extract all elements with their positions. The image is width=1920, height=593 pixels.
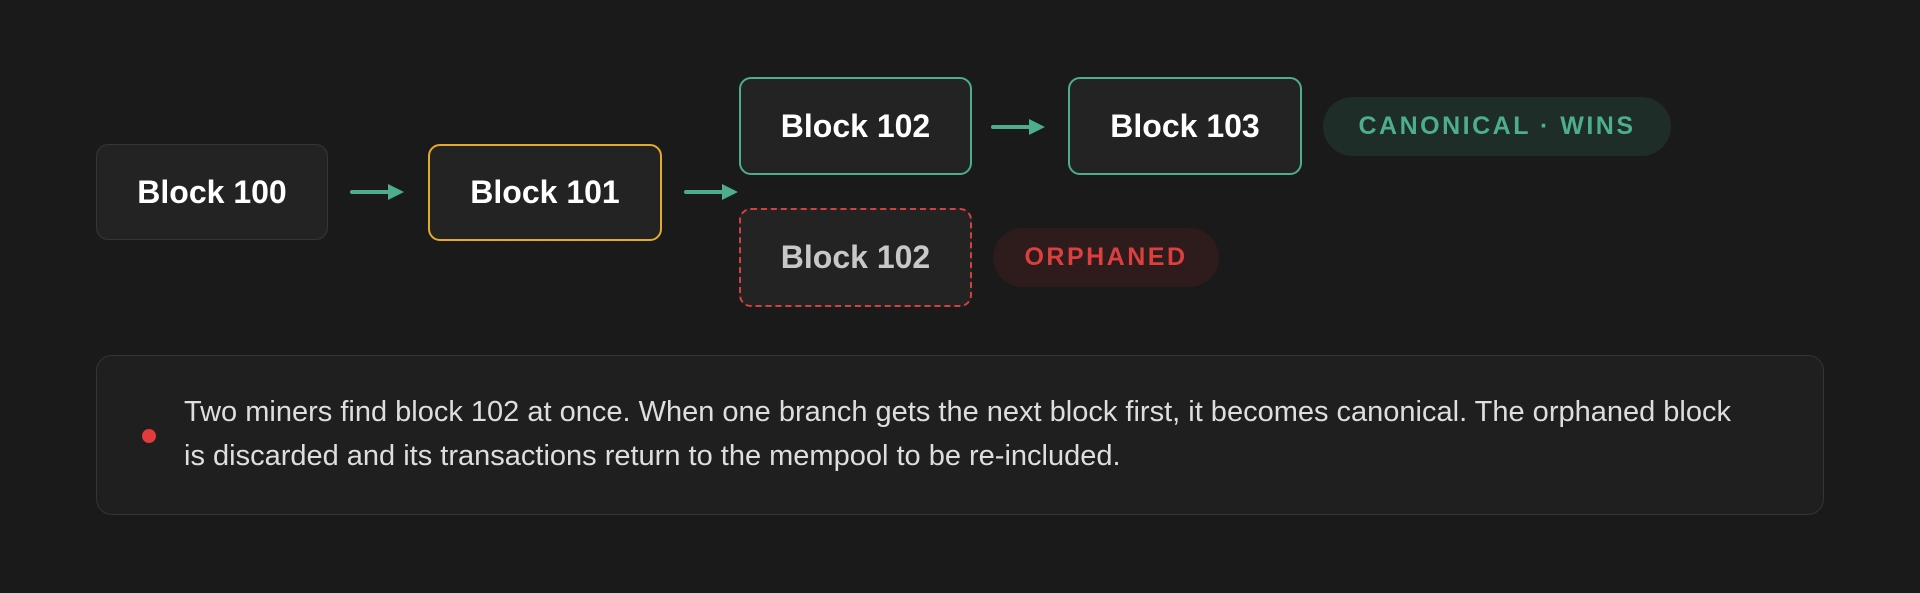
block-101-label: Block 101 [470, 174, 620, 210]
block-102-orphaned: Block 102 [739, 208, 972, 307]
canonical-badge-label: CANONICAL · WINS [1358, 112, 1636, 140]
explanation-text: Two miners find block 102 at once. When … [184, 396, 1731, 472]
arrow-right-icon [991, 119, 1045, 135]
block-102-orphaned-label: Block 102 [780, 239, 931, 275]
orphaned-badge-label: ORPHANED [1024, 243, 1188, 271]
block-103-label: Block 103 [1110, 107, 1260, 144]
canonical-badge: CANONICAL · WINS [1323, 97, 1671, 156]
block-101: Block 101 [428, 144, 662, 241]
block-102-canonical-label: Block 102 [780, 107, 931, 144]
red-dot-icon [142, 429, 156, 443]
explanation-note: Two miners find block 102 at once. When … [96, 355, 1824, 515]
block-102-canonical: Block 102 [739, 77, 972, 175]
block-103: Block 103 [1068, 77, 1302, 175]
orphaned-badge: ORPHANED [993, 228, 1219, 287]
block-100-label: Block 100 [137, 173, 287, 210]
arrow-right-icon [350, 184, 404, 200]
arrow-right-icon [684, 184, 738, 200]
block-100: Block 100 [96, 144, 328, 240]
